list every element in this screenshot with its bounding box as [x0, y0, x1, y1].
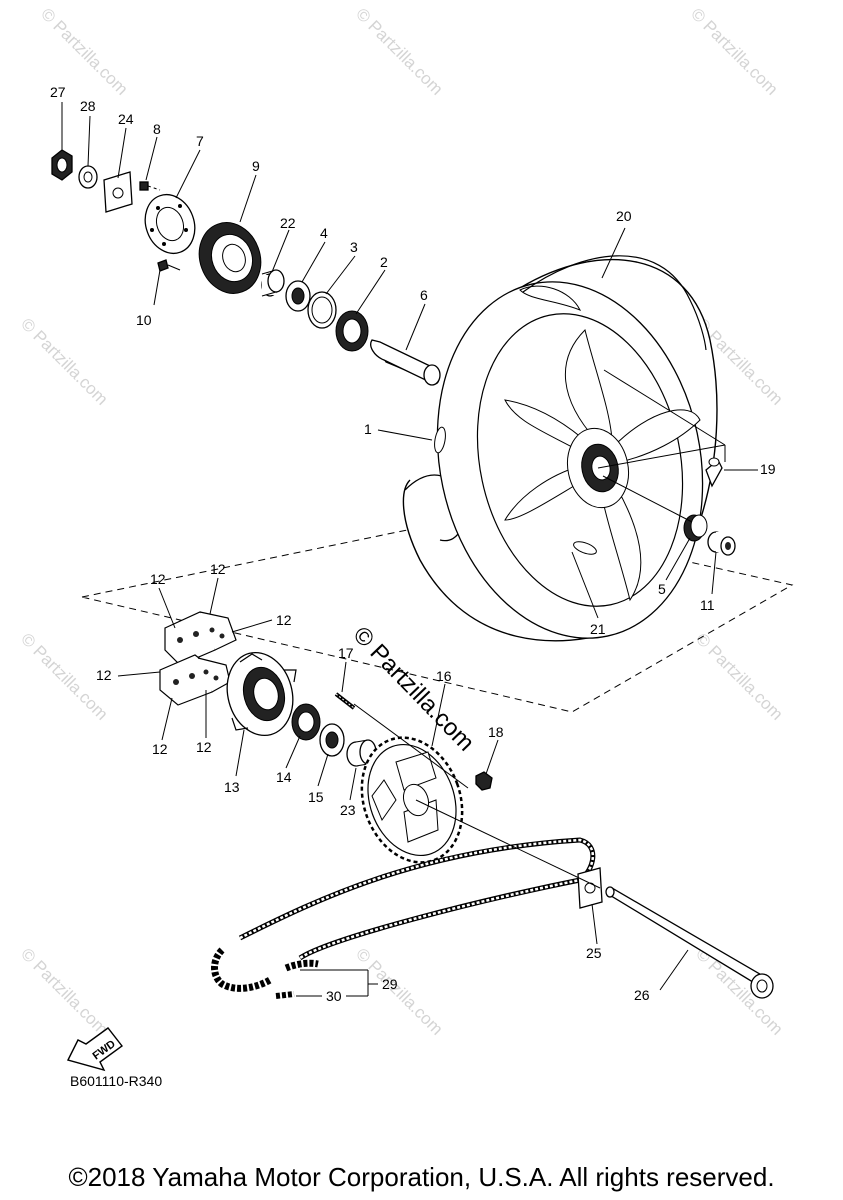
- stud-17: [334, 692, 356, 710]
- chain-joint-30: [275, 991, 295, 999]
- callout-label: 12: [210, 561, 226, 577]
- bolt-10: [157, 259, 181, 272]
- callout-label: 18: [488, 724, 504, 740]
- sprocket-16: [360, 736, 464, 864]
- group-outline: [81, 514, 794, 713]
- hub-flange-9: [198, 222, 262, 294]
- spacer-6: [370, 339, 441, 386]
- callout-label: 28: [80, 98, 96, 114]
- callout-label: 16: [436, 668, 452, 684]
- callout-label: 17: [338, 645, 354, 661]
- sensor-rotor-7: [144, 193, 196, 255]
- bearing-2: [335, 310, 369, 352]
- callout-label: 27: [50, 84, 66, 100]
- callout-label: 14: [276, 769, 292, 785]
- callout-label: 26: [634, 987, 650, 1003]
- watermark: © Partzilla.com: [17, 944, 111, 1038]
- callout-label: 12: [196, 739, 212, 755]
- callout-label: 11: [700, 597, 715, 613]
- copyright-notice: ©2018 Yamaha Motor Corporation, U.S.A. A…: [68, 1162, 775, 1192]
- collar-22: [261, 269, 285, 297]
- damper-12: [159, 611, 237, 706]
- callout-label: 15: [308, 789, 324, 805]
- callout-label: 7: [196, 133, 204, 149]
- circlip-3: [307, 291, 337, 329]
- leader-lines: [61, 102, 758, 997]
- callout-label: 13: [224, 779, 240, 795]
- callout-label: 20: [616, 208, 632, 224]
- watermark: © Partzilla.com: [687, 4, 781, 98]
- callout-label: 9: [252, 158, 260, 174]
- bolt-8: [139, 181, 161, 191]
- callout-label: 21: [590, 621, 606, 637]
- watermark-main: © Partzilla.com: [348, 621, 480, 756]
- rear-wheel-1: [402, 259, 718, 642]
- fwd-arrow-icon: FWD: [66, 1027, 123, 1072]
- callout-label: 25: [586, 945, 602, 961]
- callout-label: 30: [326, 988, 342, 1004]
- callout-label: 6: [420, 287, 428, 303]
- oil-seal-4: [285, 280, 311, 312]
- callout-label: 24: [118, 111, 134, 127]
- bearing-14: [291, 703, 321, 741]
- callout-label: 3: [350, 239, 358, 255]
- collar-11: [707, 531, 736, 556]
- callout-label: 23: [340, 802, 356, 818]
- callout-label: 12: [150, 571, 166, 587]
- callout-label: 5: [658, 581, 666, 597]
- chain-29: [211, 837, 596, 992]
- callout-label: 19: [760, 461, 776, 477]
- watermark: © Partzilla.com: [692, 629, 786, 723]
- callout-label: 8: [153, 121, 161, 137]
- watermark: © Partzilla.com: [352, 4, 446, 98]
- nut-18: [475, 771, 493, 791]
- callout-label: 1: [364, 421, 372, 437]
- watermark: © Partzilla.com: [17, 314, 111, 408]
- callout-label: 2: [380, 254, 388, 270]
- washer-28: [78, 165, 98, 189]
- diagram-code: B601110-R340: [70, 1073, 162, 1089]
- adjuster-plate-24: [103, 171, 133, 213]
- clutch-hub-13: [226, 651, 297, 737]
- callout-label: 12: [152, 741, 168, 757]
- callout-label: 4: [320, 225, 328, 241]
- valve-19: [705, 457, 723, 488]
- callout-label: 12: [276, 612, 292, 628]
- nut-27: [51, 149, 73, 181]
- watermark: © Partzilla.com: [352, 944, 446, 1038]
- callout-labels: 27 28 24 8 7 9 10 22 4 3 2 6 1 20 19 5 1…: [50, 84, 776, 1004]
- bearing-5: [683, 514, 708, 542]
- callout-label: 12: [96, 667, 112, 683]
- axle-26: [605, 886, 774, 999]
- callout-label: 29: [382, 976, 398, 992]
- adjuster-plate-25: [577, 867, 603, 909]
- tire-20: [522, 255, 707, 351]
- oil-seal-15: [319, 723, 345, 757]
- callout-label: 10: [136, 312, 152, 328]
- callout-label: 22: [280, 215, 296, 231]
